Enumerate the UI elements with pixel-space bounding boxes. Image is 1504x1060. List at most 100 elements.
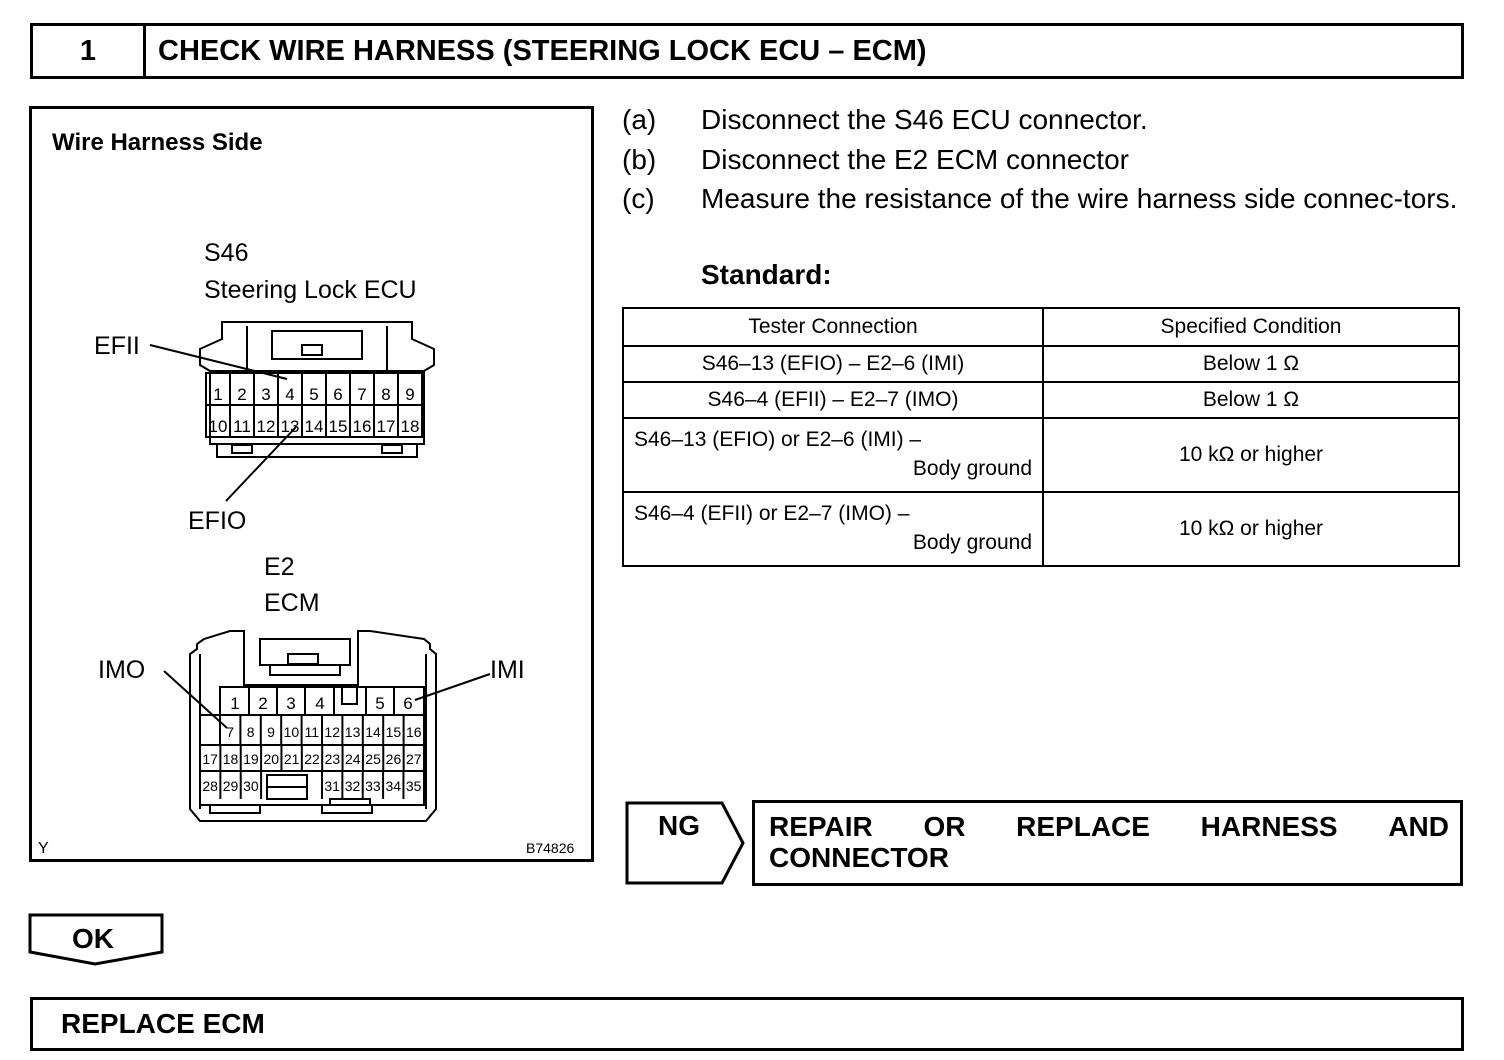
connection-cell: S46–13 (EFIO) or E2–6 (IMI) – Body groun… [622,417,1044,493]
corner-mark: Y [38,840,49,857]
e2-name: ECM [264,589,320,617]
efii-callout: EFII [94,332,140,360]
imi-callout: IMI [490,656,525,684]
pin-number: 14 [305,417,324,436]
ng-word: HARNESS [1200,811,1338,842]
pin-number: 16 [353,417,372,436]
connection-line-2: Body ground [912,457,1032,480]
pin-number: 28 [202,778,218,794]
figure-id: B74826 [526,840,575,856]
table-row: S46–4 (EFII) – E2–7 (IMO) Below 1 Ω [622,381,1460,419]
pin-number: 5 [309,385,318,404]
pin-number: 17 [377,417,396,436]
step-a-text: Disconnect the S46 ECU connector. [701,104,1148,135]
pin-number: 27 [406,751,422,767]
pin-number: 7 [226,724,234,740]
ng-action-line-2: CONNECTOR [769,842,949,873]
connection-line: S46–13 (EFIO) or E2–6 (IMI) – [634,428,922,451]
ng-word: AND [1388,811,1449,842]
pin-number: 6 [333,385,342,404]
table-row: S46–4 (EFII) or E2–7 (IMO) – Body ground… [622,491,1460,567]
standard-table: Tester Connection Specified Condition S4… [622,307,1460,567]
pin-number: 14 [365,724,381,740]
pin-number: 2 [258,694,267,713]
step-title: CHECK WIRE HARNESS (STEERING LOCK ECU – … [158,34,927,67]
connection-line: S46–4 (EFII) or E2–7 (IMO) – [634,502,910,525]
pin-number: 12 [324,724,340,740]
table-row: S46–13 (EFIO) – E2–6 (IMI) Below 1 Ω [622,345,1460,383]
pin-number: 11 [233,417,251,436]
condition-cell: 10 kΩ or higher [1042,491,1460,567]
connection-line-2: Body ground [912,531,1032,554]
pin-number: 15 [329,417,348,436]
pin-number: 19 [243,751,259,767]
ng-word: OR [923,811,966,842]
condition-cell: 10 kΩ or higher [1042,417,1460,493]
step-b-tag: (b) [622,144,657,175]
pin-number: 3 [261,385,270,404]
pin-number: 26 [386,751,402,767]
pin-number: 18 [223,751,239,767]
pin-number: 35 [406,778,422,794]
col-header-condition: Specified Condition [1042,307,1460,347]
pin-number: 9 [267,724,275,740]
ng-action-box: REPAIR OR REPLACE HARNESS AND CONNECTOR [752,800,1463,886]
s46-name: Steering Lock ECU [204,276,417,304]
ok-label: OK [72,923,114,954]
pin-number: 11 [305,724,320,740]
step-header: 1 CHECK WIRE HARNESS (STEERING LOCK ECU … [30,23,1464,79]
pin-number: 29 [223,778,239,794]
pin-number: 33 [365,778,381,794]
pin-number: 1 [230,694,239,713]
standard-label: Standard: [701,259,832,290]
pin-number: 21 [284,751,300,767]
pin-number: 13 [281,417,300,436]
pin-number: 31 [324,778,340,794]
condition-cell: Below 1 Ω [1042,345,1460,383]
ng-word: REPAIR [769,811,873,842]
pin-number: 7 [357,385,366,404]
pin-number: 9 [405,385,414,404]
pin-number: 15 [386,724,402,740]
pin-number: 13 [345,724,361,740]
table-header-row: Tester Connection Specified Condition [622,307,1460,347]
pin-number: 30 [243,778,259,794]
connection-cell: S46–4 (EFII) or E2–7 (IMO) – Body ground [622,491,1044,567]
connector-diagram: S46 Steering Lock ECU EFII EFIO E2 ECM I… [94,239,525,822]
pin-number: 25 [365,751,381,767]
e2-code: E2 [264,553,295,581]
pin-number: 8 [247,724,255,740]
table-row: S46–13 (EFIO) or E2–6 (IMI) – Body groun… [622,417,1460,493]
final-action-box: REPLACE ECM [30,997,1464,1051]
pin-number: 12 [257,417,276,436]
pin-number: 10 [209,417,228,436]
pin-number: 34 [385,778,401,794]
ng-arrow-box [625,801,745,885]
pin-number: 20 [263,751,279,767]
pin-number: 5 [375,694,384,713]
pin-number: 4 [285,385,294,404]
step-c-text: Measure the resistance of the wire harne… [701,183,1458,214]
connection-cell: S46–4 (EFII) – E2–7 (IMO) [622,381,1044,419]
pin-number: 17 [202,751,218,767]
pin-number: 3 [286,694,295,713]
connector-figure: Wire Harness Side [29,106,594,862]
ng-word: REPLACE [1016,811,1150,842]
pin-number: 22 [304,751,320,767]
imo-callout: IMO [98,656,145,684]
pin-number: 24 [345,751,361,767]
step-b-text: Disconnect the E2 ECM connector [701,144,1129,175]
step-c-tag: (c) [622,183,655,214]
s46-code: S46 [204,239,248,267]
ok-arrow-box [28,913,164,966]
pin-number: 16 [406,724,422,740]
ng-action-text: REPAIR OR REPLACE HARNESS AND CONNECTOR [769,811,1449,873]
pin-number: 2 [237,385,246,404]
pin-number: 18 [401,417,420,436]
final-action-text: REPLACE ECM [61,1008,265,1039]
step-a-tag: (a) [622,104,657,135]
pin-number: 6 [403,694,412,713]
ng-action-line-1: REPAIR OR REPLACE HARNESS AND [769,811,1449,842]
pin-number: 8 [381,385,390,404]
pin-number: 32 [345,778,361,794]
